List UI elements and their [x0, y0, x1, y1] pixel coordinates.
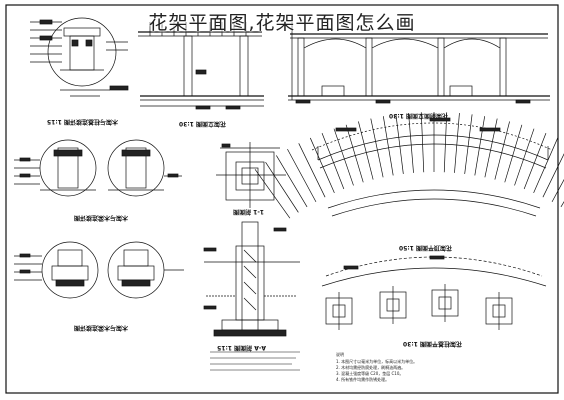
- rafter-line: [358, 121, 374, 180]
- rafter-line: [523, 132, 547, 190]
- rafter-line: [370, 118, 384, 178]
- rafter-line: [287, 148, 317, 203]
- rafter-line: [494, 121, 510, 180]
- detail-lower-left: [14, 241, 184, 299]
- notes-line-1: 1. 本图尺寸以毫米为单位，标高以米为单位。: [336, 358, 417, 364]
- notes-line-4: 4. 所有铁件均需作防锈处理。: [336, 376, 389, 382]
- rafter-line: [474, 116, 486, 176]
- label-top-plan: 花架顶平面图 1:50: [399, 244, 452, 252]
- rafter-line: [533, 137, 559, 194]
- label-elevation-section: 花架剖面立面图 1:30: [389, 112, 448, 120]
- elevation-front: [138, 22, 264, 110]
- rafter-line: [551, 179, 564, 203]
- detail-top-left: [30, 17, 129, 97]
- label-plan-1-1: 1-1 剖面图: [233, 208, 264, 216]
- rafter-line: [254, 169, 291, 219]
- rafter-line: [345, 124, 364, 183]
- rafter-line: [276, 155, 308, 208]
- rafter-line: [542, 153, 564, 198]
- label-detail-3: 木架与木梁连接详图: [74, 324, 129, 332]
- rafter-lines: [254, 112, 564, 219]
- page-title: 花架平面图,花架平面图怎么画: [148, 12, 416, 34]
- rafter-line: [454, 113, 460, 173]
- notes-block: 说明 1. 本图尺寸以毫米为单位，标高以米为单位。 2. 木材均需经防腐处理，刷…: [336, 351, 417, 382]
- rafter-line: [333, 128, 354, 186]
- top-plan-curved: [254, 112, 564, 219]
- rafter-line: [504, 124, 523, 183]
- rafter-line: [443, 112, 448, 173]
- detail-mid-left: [14, 139, 182, 197]
- rafter-line: [408, 113, 414, 173]
- footing-plan: [321, 255, 547, 330]
- rafter-line: [265, 161, 299, 213]
- label-section-a-a: A-A 剖面图 1:15: [217, 344, 266, 352]
- rafter-line: [395, 114, 404, 174]
- label-elevation-front: 花架立面图 1:30: [179, 120, 226, 128]
- rafter-line: [298, 143, 326, 198]
- notes-line-3: 3. 混凝土强度等级 C20，垫层 C10。: [336, 370, 403, 376]
- label-detail-2: 木架与木梁连接详图: [74, 214, 129, 222]
- label-detail-1: 木架与柱基连接详图 1:15: [47, 118, 119, 126]
- rafter-line: [464, 114, 473, 174]
- rafter-line: [321, 132, 345, 190]
- rafter-line: [420, 112, 425, 173]
- rafter-line: [382, 116, 394, 176]
- rafter-line: [514, 128, 535, 186]
- column-plan-1-1: [216, 142, 286, 208]
- label-footing-plan: 花架柱基平面图 1:30: [403, 340, 462, 348]
- notes-heading: 说明: [336, 351, 344, 357]
- notes-line-2: 2. 木材均需经防腐处理，刷桐油两遍。: [336, 364, 405, 370]
- section-a-a: [203, 221, 300, 337]
- rafter-line: [309, 137, 335, 194]
- elevation-section: [288, 22, 550, 104]
- small-notes-center: [210, 351, 300, 371]
